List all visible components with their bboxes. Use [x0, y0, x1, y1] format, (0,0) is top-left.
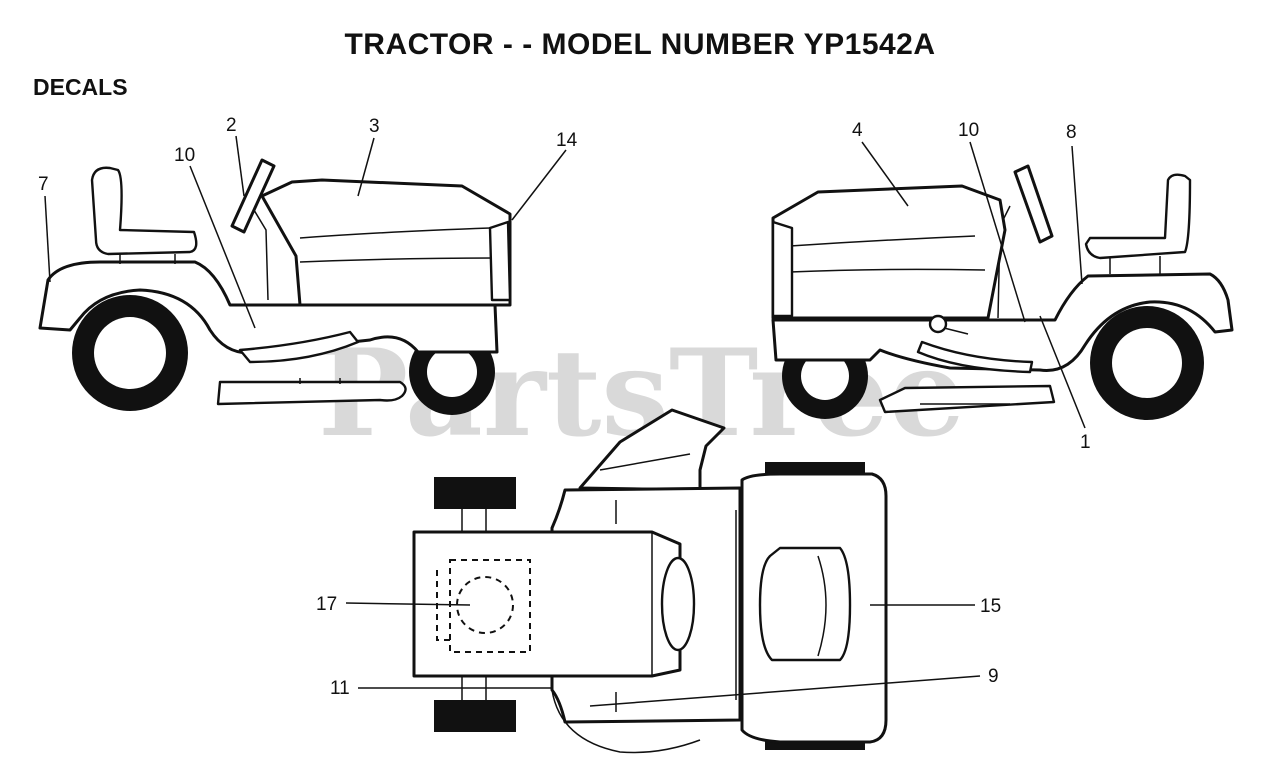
seat — [90, 166, 198, 256]
hood — [260, 178, 512, 307]
callout-11: 11 — [330, 678, 350, 699]
rear-fender — [771, 272, 1234, 372]
callout-2: 2 — [226, 115, 237, 136]
steering-wheel — [1013, 164, 1054, 244]
callout-4: 4 — [852, 120, 863, 141]
tractor-left-side-view — [38, 158, 512, 415]
callout-8: 8 — [1066, 122, 1077, 143]
callout-14: 14 — [556, 130, 578, 151]
callout-numbers: 7 2 10 3 14 4 10 8 1 17 15 11 9 — [38, 115, 1091, 699]
mower-deck — [216, 380, 407, 406]
decal-outline — [449, 559, 531, 653]
callout-1: 1 — [1080, 432, 1091, 453]
steering-wheel — [230, 158, 276, 234]
tractor-right-side-view — [771, 164, 1234, 420]
seat-top — [758, 546, 852, 662]
front-tire-bottom — [434, 700, 516, 732]
callout-7: 7 — [38, 174, 49, 195]
leader-lines — [44, 135, 1086, 707]
callout-10-left: 10 — [174, 145, 195, 166]
callout-3: 3 — [369, 116, 380, 137]
section-label: DECALS — [33, 74, 128, 100]
diagram-title: TRACTOR - - MODEL NUMBER YP1542A — [344, 28, 936, 61]
callout-10-right: 10 — [958, 120, 979, 141]
tractor-top-view — [412, 408, 888, 754]
seat — [1084, 173, 1192, 260]
hood — [771, 184, 1007, 320]
callout-15: 15 — [980, 596, 1001, 617]
steering-column — [578, 408, 726, 492]
mower-deck — [878, 384, 1056, 414]
front-tire-top — [434, 477, 516, 509]
callout-9: 9 — [988, 666, 999, 687]
callout-17: 17 — [316, 594, 337, 615]
